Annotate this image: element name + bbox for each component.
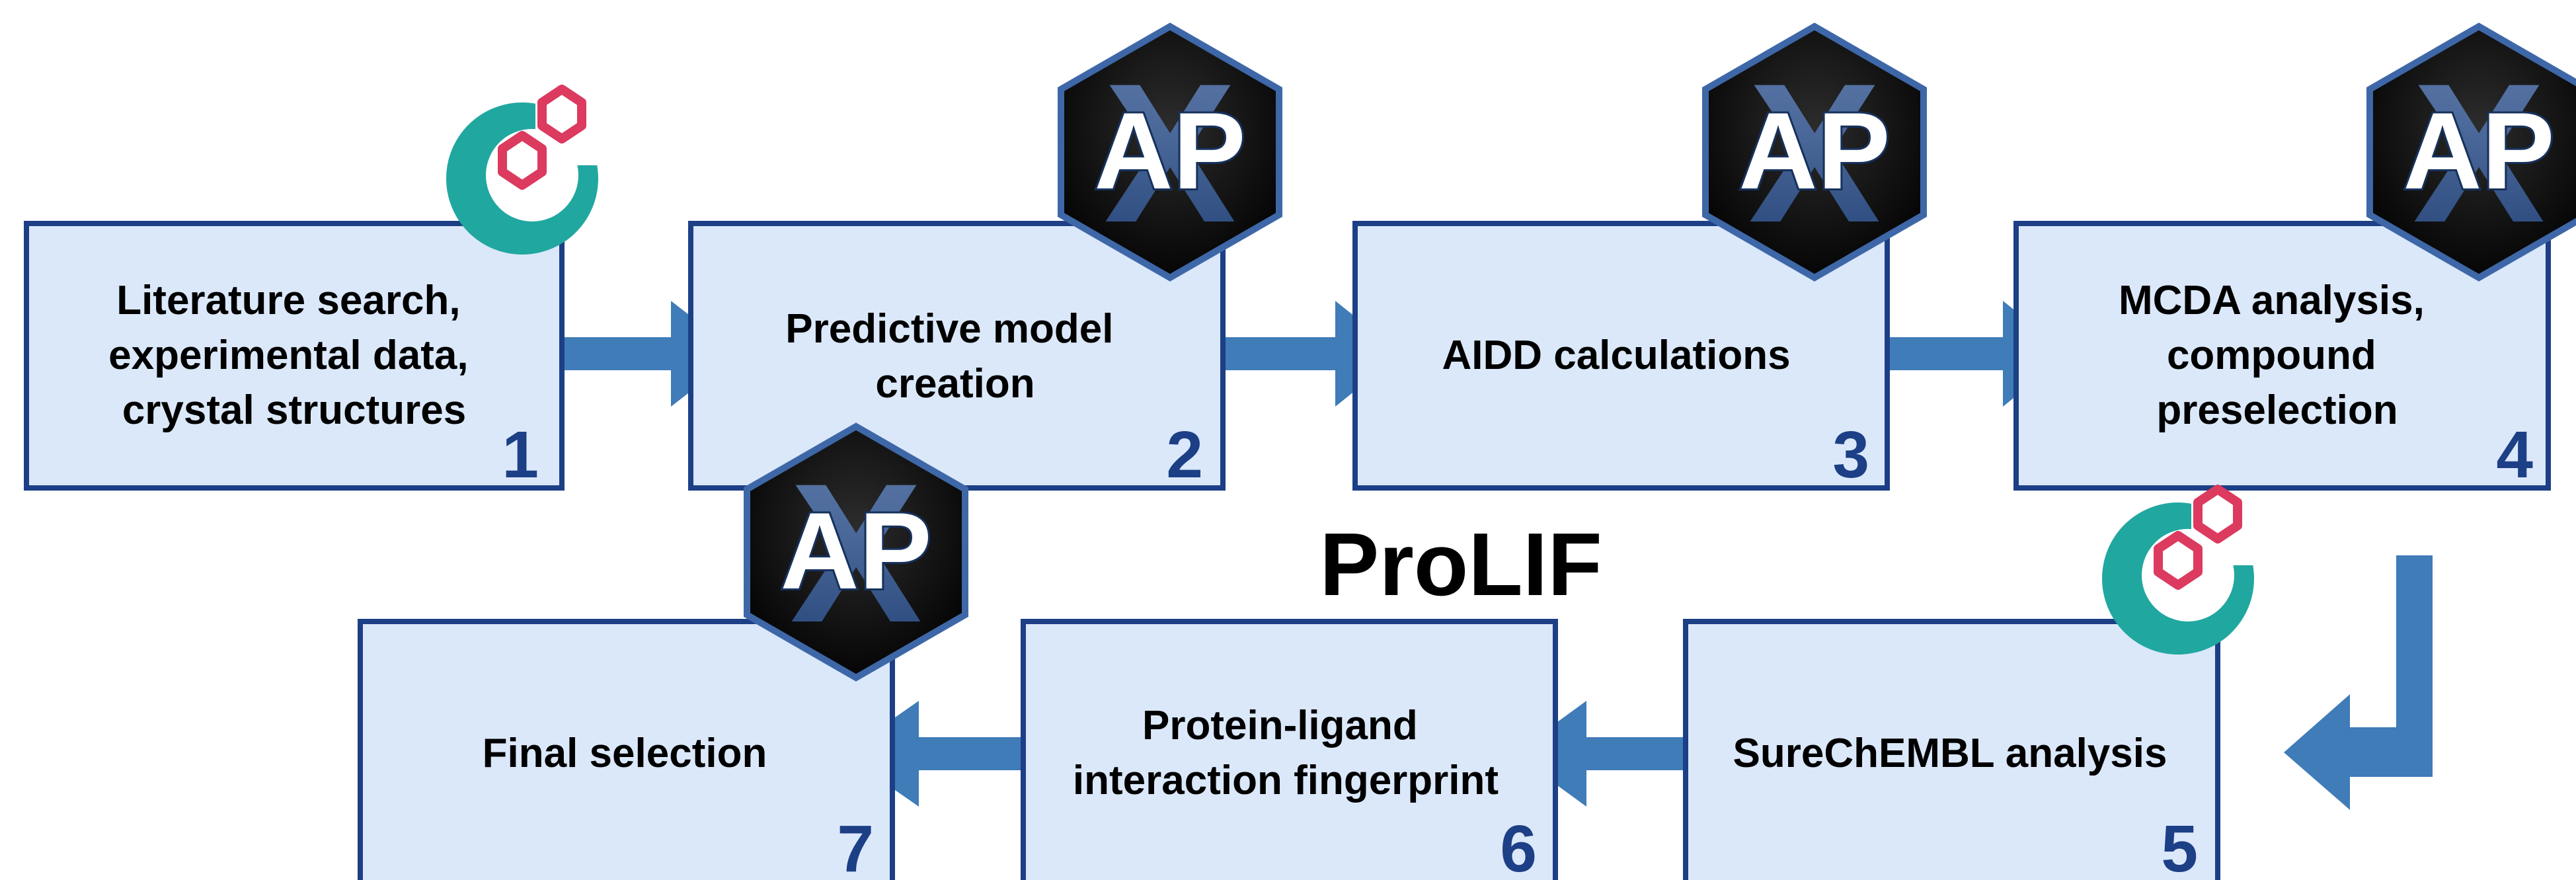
step-box-4: MCDA analysis, compound preselection 4 — [2013, 221, 2551, 492]
step-1-line-3: crystal structures — [122, 387, 466, 433]
step-number-4: 4 — [2496, 418, 2533, 492]
step-6-line-2: interaction fingerprint — [1073, 758, 1499, 803]
ap-hexagon-logo: X AP — [2366, 22, 2576, 282]
step-box-6-frame — [1021, 619, 1558, 880]
step-box-5-frame — [1683, 619, 2220, 880]
ap-hexagon-logo: X AP — [1058, 22, 1282, 282]
step-label-1: Literature search, experimental data, cr… — [108, 278, 480, 433]
ap-hexagon-logo: X AP — [1702, 22, 1927, 282]
step-box-6: Protein-ligand interaction fingerprint 6 — [1021, 619, 1558, 880]
x-letter: X — [2413, 42, 2546, 264]
ap-letters: AP — [1094, 90, 1245, 212]
step-1-line-1: Literature search, — [116, 278, 460, 323]
arrow-1-to-2 — [512, 301, 739, 407]
arrow-4-to-5 — [2284, 555, 2433, 810]
step-box-5: SureChEMBL analysis 5 — [1683, 619, 2220, 880]
step-5-line-1: SureChEMBL analysis — [1733, 731, 2167, 776]
ap-hexagon-logo: X AP — [744, 422, 968, 682]
step-box-1-frame — [24, 221, 565, 491]
ap-letters: AP — [780, 490, 931, 612]
x-letter: X — [790, 442, 923, 664]
step-box-7: Final selection 7 — [358, 619, 895, 880]
step-4-line-3: preselection — [2156, 387, 2398, 433]
hexagon-shape — [1702, 22, 1927, 282]
step-label-3: AIDD calculations — [1442, 333, 1790, 378]
step-label-4: MCDA analysis, compound preselection — [2119, 278, 2436, 433]
step-label-5: SureChEMBL analysis — [1733, 731, 2167, 776]
step-number-2: 2 — [1166, 418, 1203, 492]
ap-letters: AP — [1738, 90, 1890, 212]
step-7-line-1: Final selection — [483, 731, 767, 776]
step-2-line-1: Predictive model — [785, 306, 1113, 352]
x-letter: X — [1104, 42, 1237, 264]
step-label-6: Protein-ligand interaction fingerprint — [1073, 703, 1499, 803]
step-box-7-frame — [358, 619, 895, 880]
chembl-logo — [446, 85, 635, 255]
step-number-5: 5 — [2161, 812, 2198, 880]
arrow-3-to-4 — [1834, 301, 2069, 407]
step-label-7: Final selection — [483, 731, 767, 776]
step-4-line-1: MCDA analysis, — [2119, 278, 2425, 323]
step-2-line-2: creation — [875, 361, 1034, 407]
step-number-7: 7 — [837, 812, 874, 880]
ap-letters: AP — [2403, 90, 2554, 212]
hexagon-ring-1 — [498, 131, 547, 190]
step-number-1: 1 — [502, 418, 539, 492]
arrow-2-to-3 — [1173, 301, 1401, 407]
step-6-line-1: Protein-ligand — [1142, 703, 1418, 748]
x-letter: X — [1748, 42, 1882, 264]
prolif-wordmark: ProLIF — [1319, 514, 1602, 614]
arrow-5-to-6 — [1514, 701, 1705, 807]
hexagon-ring-2 — [537, 85, 586, 143]
hexagon-ring-2 — [2193, 485, 2242, 543]
hexagon-ring-1 — [2154, 531, 2203, 590]
step-box-1: Literature search, experimental data, cr… — [24, 221, 565, 492]
hexagon-shape — [2366, 22, 2576, 282]
step-4-line-2: compound — [2167, 333, 2376, 378]
hexagon-shape — [1058, 22, 1282, 282]
hexagon-shape — [744, 422, 968, 682]
step-label-2: Predictive model creation — [785, 306, 1124, 407]
step-number-6: 6 — [1500, 812, 1537, 880]
step-number-3: 3 — [1832, 418, 1869, 492]
step-3-line-1: AIDD calculations — [1442, 333, 1790, 378]
step-1-line-2: experimental data, — [108, 333, 468, 378]
chembl-logo — [2102, 485, 2290, 655]
